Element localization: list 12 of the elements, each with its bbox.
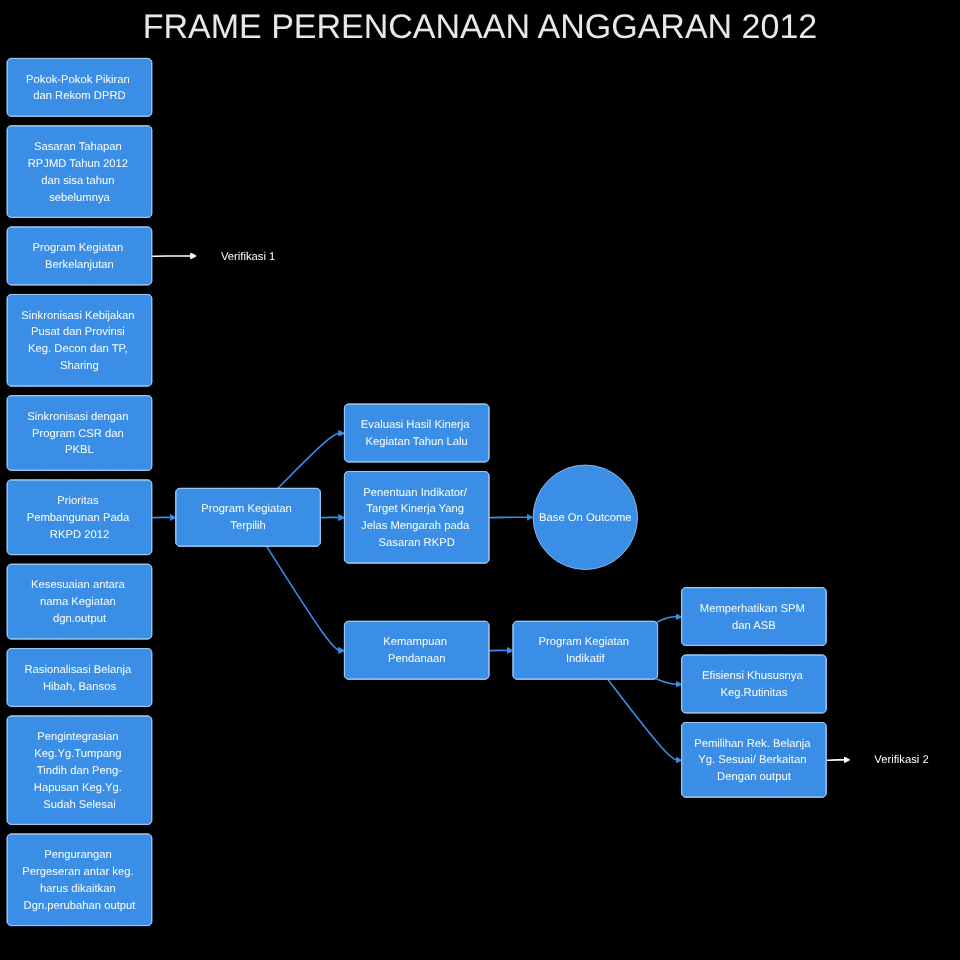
arrow [151, 252, 198, 260]
arrow [825, 756, 851, 764]
arrow [607, 678, 683, 764]
arrow [488, 646, 514, 654]
arrow [266, 545, 346, 654]
arrow [655, 678, 683, 688]
arrow [151, 513, 177, 521]
arrow [488, 513, 534, 521]
diagram-title: FRAME PERENCANAAN ANGGARAN 2012 [140, 6, 820, 50]
arrow [276, 429, 346, 490]
arrow [319, 513, 346, 521]
arrow [655, 613, 683, 624]
